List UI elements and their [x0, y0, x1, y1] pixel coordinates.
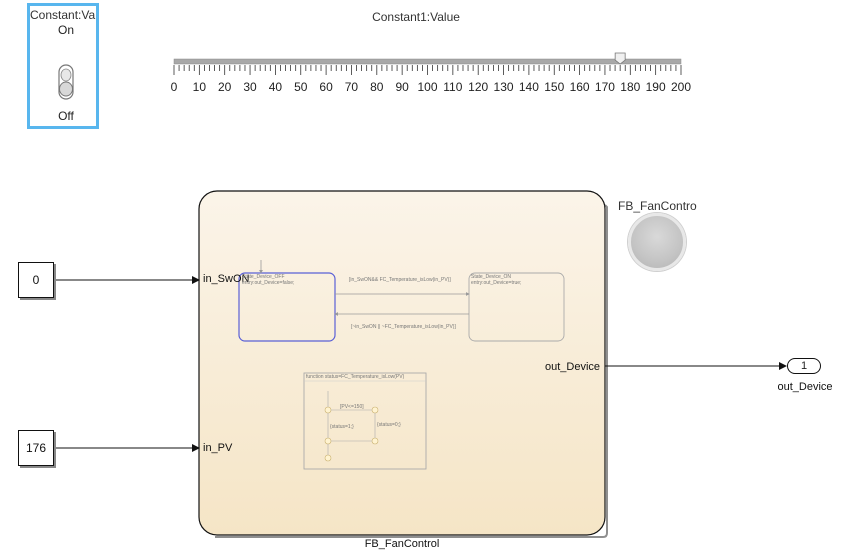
slider-tick-label: 10 — [192, 80, 207, 94]
slider-tick-label: 60 — [319, 80, 333, 94]
slider-tick-label: 90 — [395, 80, 409, 94]
slider-tick-label: 50 — [294, 80, 308, 94]
constant-pv-block[interactable]: 176 — [18, 430, 54, 466]
toggle-on-label: On — [57, 23, 74, 37]
state-on-name: State_Device_ON — [471, 274, 512, 280]
lamp-indicator[interactable] — [628, 213, 686, 271]
constant-sw-on-value: 0 — [32, 273, 40, 287]
fb-fancontrol-block[interactable] — [198, 190, 606, 536]
state-off-name: State_Device_OFF — [242, 274, 285, 280]
function-false-action: {status=0;} — [377, 422, 401, 428]
port-in-sw-on: in_SwON — [203, 273, 250, 285]
slider-tick-label: 170 — [594, 80, 615, 94]
constant-pv-value: 176 — [25, 441, 47, 455]
slider-tick-label: 0 — [170, 80, 178, 94]
lamp-title: FB_FanContro — [618, 199, 697, 213]
slider-tick-label: 140 — [518, 80, 539, 94]
state-device-off[interactable] — [238, 272, 336, 342]
slider-tick-label: 30 — [243, 80, 257, 94]
transition-to-off-label: [~in_SwON || ~FC_Temperature_isLow(in_PV… — [351, 324, 456, 330]
port-in-pv: in_PV — [203, 442, 233, 454]
slider-title: Constant1:Value — [372, 10, 460, 24]
function-true-action: {status=1;} — [330, 424, 354, 430]
slider-tick-label: 160 — [569, 80, 590, 94]
slider-tick-label: 120 — [468, 80, 489, 94]
function-box[interactable] — [303, 372, 427, 470]
state-off-entry: entry:out_Device=false; — [242, 280, 295, 286]
slider-tick-label: 70 — [344, 80, 359, 94]
chart-block-name: FB_FanControl — [364, 538, 440, 550]
function-condition: [PV<=150] — [340, 404, 364, 410]
port-out-device: out_Device — [545, 361, 601, 373]
slider-tick-label: 190 — [645, 80, 666, 94]
slider-track[interactable] — [173, 58, 682, 75]
function-signature: function status=FC_Temperature_isLow(PV) — [306, 374, 405, 380]
slider-tick-label: 200 — [670, 80, 692, 94]
slider-thumb[interactable] — [614, 52, 626, 65]
state-on-entry: entry:out_Device=true; — [471, 280, 522, 286]
slider-tick-label: 150 — [544, 80, 565, 94]
transition-to-on-label: [in_SwON&& FC_Temperature_isLow(in_PV)] — [349, 277, 451, 283]
toggle-off-label: Off — [58, 109, 74, 123]
slider-tick-label: 100 — [417, 80, 438, 94]
state-device-on[interactable] — [468, 272, 565, 342]
constant-sw-on-block[interactable]: 0 — [18, 262, 54, 298]
outport-number: 1 — [800, 360, 808, 372]
toggle-switch-block[interactable]: Constant:Va On Off — [27, 3, 99, 129]
outport-name: out_Device — [777, 381, 833, 393]
toggle-title: Constant:Va — [30, 8, 96, 22]
slider-tick-label: 110 — [443, 80, 463, 94]
slider-tick-label: 80 — [370, 80, 384, 94]
slider-tick-label: 40 — [268, 80, 283, 94]
toggle-lever-icon[interactable] — [57, 61, 75, 103]
slider-tick-label: 20 — [218, 80, 232, 94]
slider-tick-label: 130 — [493, 80, 514, 94]
slider-tick-label: 180 — [620, 80, 641, 94]
outport-block[interactable]: 1 — [787, 358, 821, 374]
